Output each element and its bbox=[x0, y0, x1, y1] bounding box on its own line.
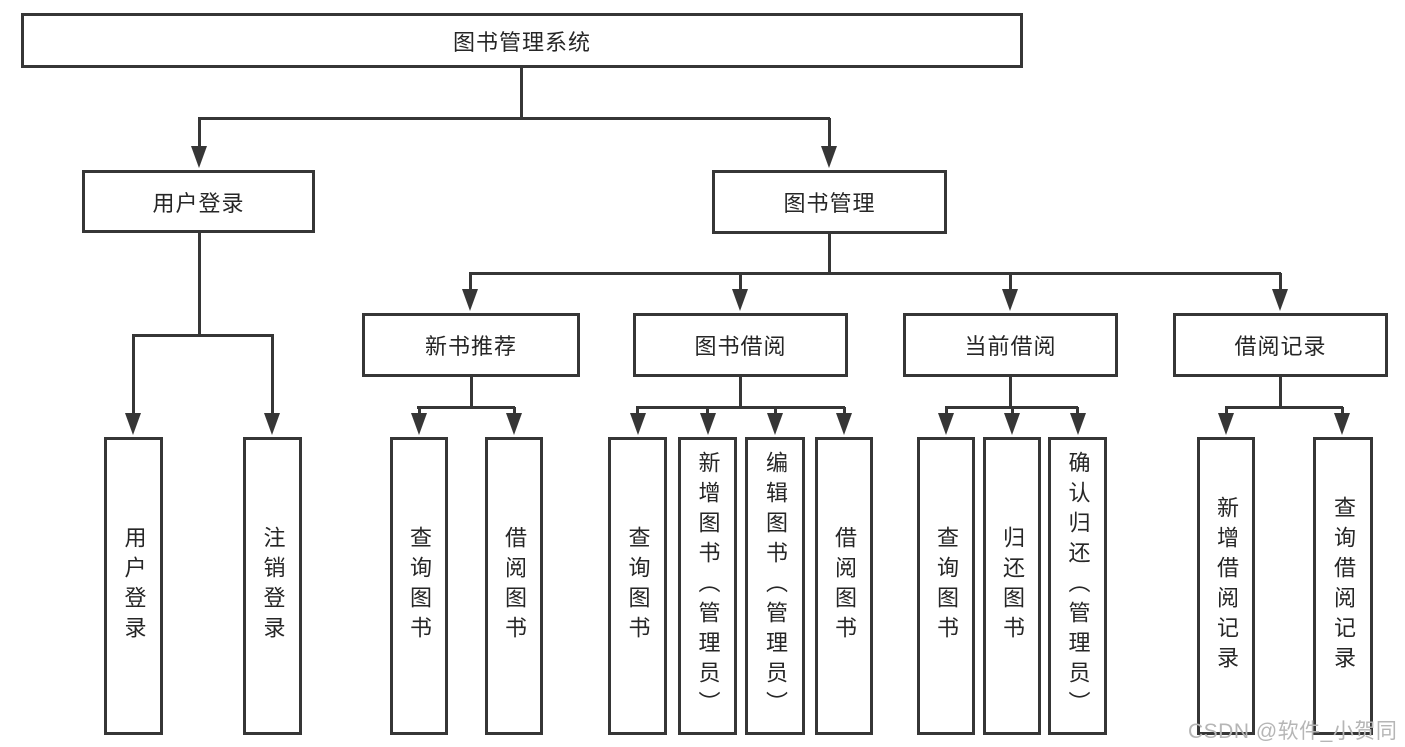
connector-newbook-bus bbox=[417, 406, 515, 409]
connector-root-to-bookmgmt bbox=[828, 118, 831, 150]
arrowhead-down-icon bbox=[1334, 413, 1350, 435]
connector-leaf bbox=[843, 407, 846, 417]
connector-leaf bbox=[1076, 407, 1079, 417]
node-borrow-records: 借阅记录 bbox=[1173, 313, 1388, 377]
connector-to-newbook bbox=[469, 273, 472, 293]
leaf-borrowing-edit-books-admin: 编辑图书（管理员） bbox=[745, 437, 805, 735]
leaf-current-query-books-label: 查询图书 bbox=[934, 526, 959, 646]
leaf-current-query-books: 查询图书 bbox=[917, 437, 975, 735]
node-current-borrowing-label: 当前借阅 bbox=[964, 334, 1057, 359]
arrowhead-down-icon bbox=[732, 289, 748, 311]
connector-leaf bbox=[706, 407, 709, 417]
node-book-borrowing-label: 图书借阅 bbox=[694, 334, 787, 359]
arrowhead-down-icon bbox=[462, 289, 478, 311]
node-new-book-recommend: 新书推荐 bbox=[362, 313, 580, 377]
arrowhead-down-icon bbox=[700, 413, 716, 435]
leaf-current-return-books: 归还图书 bbox=[983, 437, 1041, 735]
connector-to-records bbox=[1279, 273, 1282, 293]
leaf-borrowing-query-books-label: 查询图书 bbox=[625, 526, 651, 646]
leaf-records-add-record: 新增借阅记录 bbox=[1197, 437, 1255, 735]
node-book-management-label: 图书管理 bbox=[783, 191, 876, 216]
arrowhead-down-icon bbox=[125, 413, 141, 435]
connector-login-to-logout bbox=[271, 335, 274, 417]
arrowhead-down-icon bbox=[1002, 289, 1018, 311]
leaf-borrowing-borrow-books-label: 借阅图书 bbox=[832, 526, 857, 646]
node-user-login-label: 用户登录 bbox=[152, 190, 245, 216]
arrowhead-down-icon bbox=[836, 413, 852, 435]
connector-login-bus bbox=[132, 334, 274, 337]
connector-newbook-stem bbox=[470, 377, 473, 409]
leaf-user-login: 用户登录 bbox=[104, 437, 163, 735]
node-user-login: 用户登录 bbox=[82, 170, 315, 233]
leaf-logout-label: 注销登录 bbox=[260, 526, 286, 646]
leaf-borrowing-add-books-admin: 新增图书（管理员） bbox=[678, 437, 737, 735]
node-root-label: 图书管理系统 bbox=[452, 29, 591, 55]
watermark: CSDN @软件_小贺同学 bbox=[1188, 720, 1398, 743]
connector-bookmgmt-stem bbox=[828, 234, 831, 275]
connector-bookmgmt-bus bbox=[469, 272, 1281, 275]
leaf-newbook-borrow-books-label: 借阅图书 bbox=[502, 526, 527, 646]
arrowhead-down-icon bbox=[938, 413, 954, 435]
arrowhead-down-icon bbox=[1004, 413, 1020, 435]
arrowhead-down-icon bbox=[1218, 413, 1234, 435]
leaf-borrowing-query-books: 查询图书 bbox=[608, 437, 667, 735]
connector-records-stem bbox=[1279, 377, 1282, 409]
connector-leaf bbox=[774, 407, 777, 417]
connector-leaf bbox=[945, 407, 948, 417]
arrowhead-down-icon bbox=[191, 146, 207, 168]
connector-login-stem bbox=[198, 233, 201, 337]
leaf-records-add-record-label: 新增借阅记录 bbox=[1214, 496, 1239, 676]
node-book-management: 图书管理 bbox=[712, 170, 947, 234]
leaf-newbook-query-books: 查询图书 bbox=[390, 437, 448, 735]
arrowhead-down-icon bbox=[264, 413, 280, 435]
connector-to-borrowing bbox=[739, 273, 742, 293]
connector-leaf bbox=[418, 407, 421, 417]
connector-current-stem bbox=[1009, 377, 1012, 409]
arrowhead-down-icon bbox=[411, 413, 427, 435]
leaf-records-query-record: 查询借阅记录 bbox=[1313, 437, 1373, 735]
leaf-current-return-books-label: 归还图书 bbox=[1000, 526, 1025, 646]
connector-root-stem bbox=[520, 68, 523, 120]
arrowhead-down-icon bbox=[821, 146, 837, 168]
leaf-borrowing-borrow-books: 借阅图书 bbox=[815, 437, 873, 735]
arrowhead-down-icon bbox=[767, 413, 783, 435]
connector-root-to-login bbox=[198, 118, 201, 150]
node-root: 图书管理系统 bbox=[21, 13, 1023, 68]
connector-borrowing-bus bbox=[636, 406, 845, 409]
connector-login-to-login bbox=[132, 335, 135, 417]
leaf-newbook-query-books-label: 查询图书 bbox=[407, 526, 432, 646]
leaf-borrowing-add-books-admin-label: 新增图书（管理员） bbox=[695, 451, 721, 721]
connector-leaf bbox=[1225, 407, 1228, 417]
node-current-borrowing: 当前借阅 bbox=[903, 313, 1118, 377]
leaf-current-confirm-return-admin: 确认归还（管理员） bbox=[1048, 437, 1107, 735]
leaf-user-login-label: 用户登录 bbox=[121, 526, 147, 646]
connector-to-current bbox=[1009, 273, 1012, 293]
node-borrow-records-label: 借阅记录 bbox=[1234, 334, 1327, 359]
connector-root-bus bbox=[198, 117, 830, 120]
connector-leaf bbox=[636, 407, 639, 417]
leaf-logout: 注销登录 bbox=[243, 437, 302, 735]
connector-leaf bbox=[513, 407, 516, 417]
leaf-newbook-borrow-books: 借阅图书 bbox=[485, 437, 543, 735]
leaf-borrowing-edit-books-admin-label: 编辑图书（管理员） bbox=[763, 451, 788, 721]
arrowhead-down-icon bbox=[1070, 413, 1086, 435]
node-new-book-recommend-label: 新书推荐 bbox=[424, 334, 517, 359]
node-book-borrowing: 图书借阅 bbox=[633, 313, 848, 377]
leaf-current-confirm-return-admin-label: 确认归还（管理员） bbox=[1065, 451, 1091, 721]
connector-leaf bbox=[1011, 407, 1014, 417]
arrowhead-down-icon bbox=[1272, 289, 1288, 311]
arrowhead-down-icon bbox=[630, 413, 646, 435]
leaf-records-query-record-label: 查询借阅记录 bbox=[1331, 496, 1356, 676]
connector-borrowing-stem bbox=[739, 377, 742, 409]
connector-records-bus bbox=[1225, 406, 1343, 409]
arrowhead-down-icon bbox=[506, 413, 522, 435]
connector-leaf bbox=[1341, 407, 1344, 417]
